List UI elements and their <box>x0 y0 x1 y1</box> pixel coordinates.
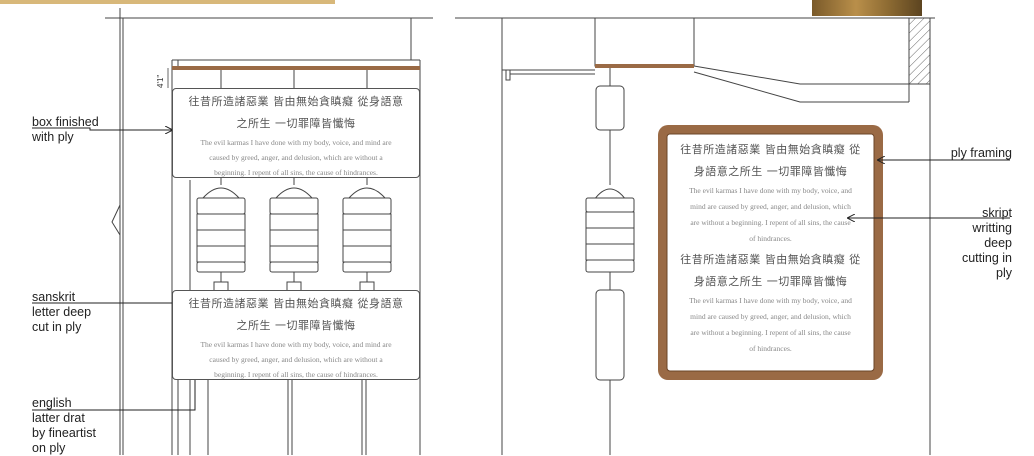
framed-english-line-4b: of hindrances. <box>749 344 792 353</box>
framed-english-line-3b: are without a beginning. I repent of all… <box>690 328 851 337</box>
panel-english-line-2: caused by greed, anger, and delusion, wh… <box>209 355 383 364</box>
panel-english-line-1: The evil karmas I have done with my body… <box>200 340 392 349</box>
panel-chinese-line-1: 往昔所造諸惡業 皆由無始貪瞋癡 從身語意 <box>188 95 404 108</box>
annotation-skript: skript writting deep cutting in ply <box>961 206 1012 280</box>
ply-strip-left <box>172 66 420 70</box>
framed-english-line-1b: The evil karmas I have done with my body… <box>689 296 852 305</box>
panel-english-line-1: The evil karmas I have done with my body… <box>200 138 392 147</box>
panel-english-line-2: caused by greed, anger, and delusion, wh… <box>209 153 383 162</box>
panel-chinese-line-2: 之所生 一切罪障皆懺悔 <box>236 117 356 130</box>
dimension-label: 4'1" <box>156 74 165 88</box>
prayer-wheels-left <box>196 178 392 293</box>
ply-strip-right <box>595 64 694 68</box>
framed-english-line-3: are without a beginning. I repent of all… <box>690 218 851 227</box>
framed-chinese-line-1b: 往昔所造諸惡業 皆由無始貪瞋癡 從 <box>680 253 861 266</box>
photo-thumbnail <box>812 0 922 16</box>
top-strip-left <box>0 0 335 4</box>
upper-inscription-panel: 往昔所造諸惡業 皆由無始貪瞋癡 從身語意 之所生 一切罪障皆懺悔 The evi… <box>172 88 420 178</box>
left-elevation <box>105 8 433 455</box>
prayer-wheel-side <box>585 85 635 381</box>
annotation-english: english latter drat by fineartist on ply <box>32 396 96 455</box>
section-view <box>455 17 935 455</box>
framed-chinese-line-2: 身語意之所生 一切罪障皆懺悔 <box>693 165 848 178</box>
annotation-sanskrit: sanskrit letter deep cut in ply <box>32 290 92 334</box>
prayer-wheel-3 <box>342 178 392 293</box>
framed-english-line-2: mind are caused by greed, anger, and del… <box>690 202 851 211</box>
framed-inscription: 往昔所造諸惡業 皆由無始貪瞋癡 從 身語意之所生 一切罪障皆懺悔 The evi… <box>668 136 873 369</box>
prayer-wheel-1 <box>196 178 246 293</box>
framed-english-line-2b: mind are caused by greed, anger, and del… <box>690 312 851 321</box>
lower-inscription-panel: 往昔所造諸惡業 皆由無始貪瞋癡 從身語意 之所生 一切罪障皆懺悔 The evi… <box>172 290 420 380</box>
framed-english-line-1: The evil karmas I have done with my body… <box>689 186 852 195</box>
panel-english-line-3: beginning. I repent of all sins, the cau… <box>214 370 378 379</box>
annotation-box-finished: box finished with ply <box>32 115 99 144</box>
panel-chinese-line-2: 之所生 一切罪障皆懺悔 <box>236 319 356 332</box>
framed-english-line-4: of hindrances. <box>749 234 792 243</box>
panel-chinese-line-1: 往昔所造諸惡業 皆由無始貪瞋癡 從身語意 <box>188 297 404 310</box>
prayer-wheel-2 <box>269 178 319 293</box>
annotation-ply-framing: ply framing <box>950 146 1012 160</box>
framed-chinese-line-2b: 身語意之所生 一切罪障皆懺悔 <box>693 275 848 288</box>
framed-chinese-line-1: 往昔所造諸惡業 皆由無始貪瞋癡 從 <box>680 143 861 156</box>
panel-english-line-3: beginning. I repent of all sins, the cau… <box>214 168 378 177</box>
